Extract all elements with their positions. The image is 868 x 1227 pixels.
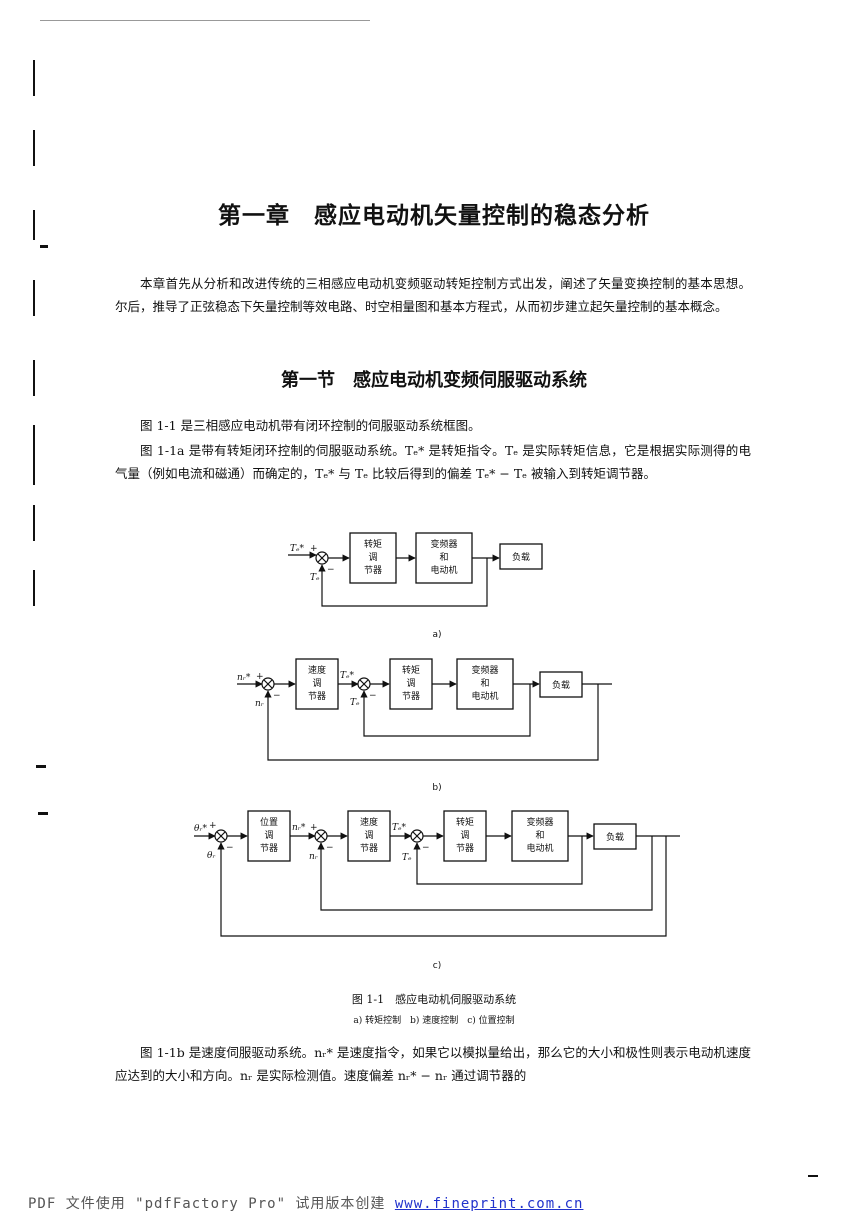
scan-mark [33,280,35,316]
signal-speed-ref-b: nᵣ* [237,673,251,683]
block-label: 和 [439,552,448,563]
signal-speed-ref-c: nᵣ* [292,823,306,833]
block-label: 节器 [456,843,474,854]
plus-sign-a: + [310,544,318,554]
load-block-a [499,543,543,570]
block-label: 电动机 [526,842,553,854]
scan-mark [33,425,35,485]
chapter-title: 第一章 感应电动机矢量控制的稳态分析 [218,202,650,229]
scan-mark [33,570,35,606]
plus-sign-c1: + [209,821,217,831]
diagram-b-speed-control: nᵣ* + − nᵣ 速度 调 节器 Tₑ* − Tₑ 转矩 调 节器 变频器 … [237,658,612,793]
minus-sign-c1: − [226,843,234,853]
block-label: 调 [264,830,273,841]
scan-mark [808,1175,818,1177]
diagram-label-c: c) [433,961,441,971]
minus-sign-a: − [327,565,335,575]
load-block-b [539,671,583,698]
block-label: 速度 [360,816,378,828]
block-label: 变频器 [471,664,498,676]
speed-regulator-block-c [347,810,391,862]
scan-mark [38,812,48,815]
block-label: 和 [535,830,544,841]
scan-mark [33,60,35,96]
scan-mark [33,210,35,240]
block-label: 转矩 [364,538,382,550]
signal-torque-ref-b: Tₑ* [340,671,354,681]
scan-mark [36,765,46,768]
block-label: 和 [480,678,489,689]
block-label: 负载 [606,831,624,843]
section-title: 第一节 感应电动机变频伺服驱动系统 [281,370,587,391]
block-label: 负载 [512,551,530,563]
block-label: 调 [406,678,415,689]
signal-torque-fb-a: Tₑ [310,573,320,583]
signal-torque-ref-c: Tₑ* [392,823,406,833]
torque-regulator-block-c [443,810,487,862]
figure-caption: 图 1-1 感应电动机伺服驱动系统 [351,993,517,1006]
signal-pos-ref-c: θᵣ* [194,824,208,834]
figure-subcaption: a) 转矩控制 b) 速度控制 c) 位置控制 [353,1016,515,1026]
signal-pos-fb-c: θᵣ [207,851,216,861]
position-regulator-block-c [247,810,291,862]
diagram-label-a: a) [432,630,441,640]
inverter-motor-block-b [456,658,514,710]
torque-regulator-block-b [389,658,433,710]
minus-sign-c3: − [422,843,430,853]
intro-paragraph: 本章首先从分析和改进传统的三相感应电动机变频驱动转矩控制方式出发，阐述了矢量变换… [115,276,751,314]
minus-sign-b1: − [273,691,281,701]
speed-regulator-block-b [295,658,339,710]
footer-text: PDF 文件使用 "pdfFactory Pro" 试用版本创建 [28,1196,395,1212]
signal-torque-fb-c: Tₑ [402,853,412,863]
block-label: 变频器 [526,816,553,828]
torque-regulator-block-a [349,532,397,584]
block-label: 节器 [360,843,378,854]
diagram-label-b: b) [432,783,441,793]
block-label: 节器 [364,565,382,576]
plus-sign-c2: + [310,823,318,833]
block-label: 调 [364,830,373,841]
signal-speed-fb-c: nᵣ [309,852,318,862]
scan-header-line [40,20,370,21]
block-label: 电动机 [430,564,457,576]
minus-sign-c2: − [326,843,334,853]
load-block-c [593,823,637,850]
block-label: 调 [368,552,377,563]
signal-torque-fb-b: Tₑ [350,698,360,708]
paragraph-2: 图 1-1a 是带有转矩闭环控制的伺服驱动系统。Tₑ* 是转矩指令。Tₑ 是实际… [115,443,751,481]
block-label: 节器 [260,843,278,854]
block-label: 电动机 [471,690,498,702]
block-label: 节器 [402,691,420,702]
block-label: 调 [460,830,469,841]
inverter-motor-block-a [415,532,473,584]
paragraph-3: 图 1-1b 是速度伺服驱动系统。nᵣ* 是速度指令，如果它以模拟量给出，那么它… [115,1045,751,1083]
block-label: 位置 [260,816,278,828]
signal-torque-ref-a: Tₑ* [290,544,304,554]
block-label: 负载 [552,679,570,691]
pdf-footer: PDF 文件使用 "pdfFactory Pro" 试用版本创建 www.fin… [28,1193,583,1213]
diagram-c-position-control: θᵣ* + − θᵣ 位置 调 节器 nᵣ* + − nᵣ 速度 调 节器 Tₑ… [194,810,680,971]
block-label: 调 [312,678,321,689]
scan-mark [33,505,35,541]
block-label: 节器 [308,691,326,702]
minus-sign-b2: − [369,691,377,701]
scan-mark [40,245,48,248]
block-label: 转矩 [456,816,474,828]
signal-speed-fb-b: nᵣ [255,699,264,709]
paragraph-1: 图 1-1 是三相感应电动机带有闭环控制的伺服驱动系统框图。 [140,418,481,433]
diagram-a-torque-control: Tₑ* + − Tₑ 转矩 调 节器 变频器 和 电动机 负载 a) [288,532,543,640]
scan-mark [33,130,35,166]
block-label: 变频器 [430,538,457,550]
block-label: 转矩 [402,664,420,676]
plus-sign-b: + [256,672,264,682]
scan-mark [33,360,35,396]
footer-link[interactable]: www.fineprint.com.cn [394,1196,584,1212]
block-label: 速度 [308,664,326,676]
